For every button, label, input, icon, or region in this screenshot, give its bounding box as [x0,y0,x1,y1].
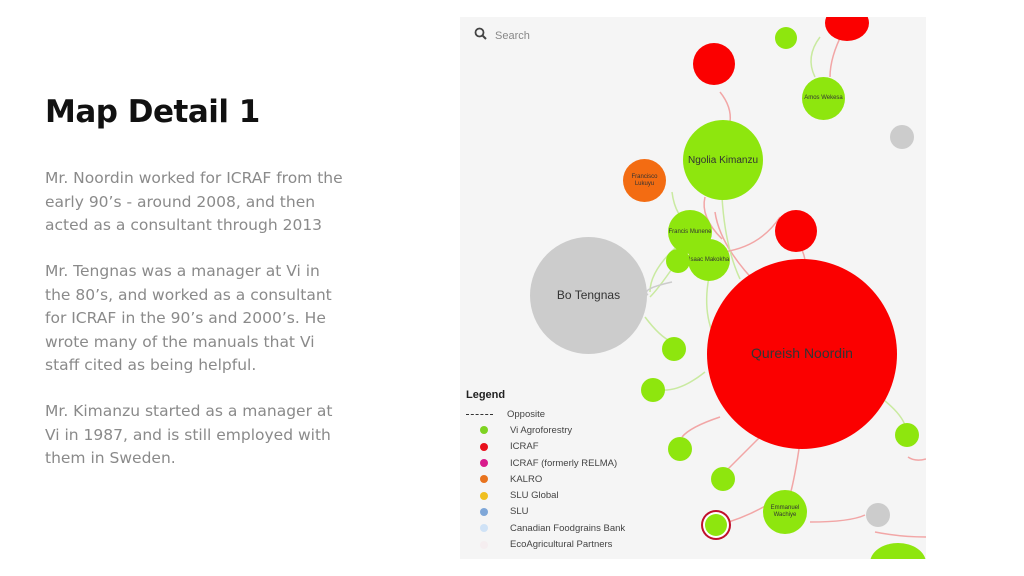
node-gray-bottom[interactable] [866,503,890,527]
node-amos-wekesa[interactable]: Amos Wekesa [802,77,845,120]
node-ngolia-kimanzu[interactable]: Ngolia Kimanzu [683,120,763,200]
paragraph-kimanzu: Mr. Kimanzu started as a manager at Vi i… [45,402,333,467]
dot-icon [480,426,488,435]
network-map[interactable]: Search Qureish Noordin Bo Tengnas Ngolia… [460,17,926,559]
paragraph-tengnas: Mr. Tengnas was a manager at Vi in the 8… [45,262,332,374]
legend-label: Vi Agroforestry [510,424,573,436]
dot-icon [480,507,488,516]
node-gray-right[interactable] [890,125,914,149]
search-input[interactable]: Search [495,30,530,42]
node-label: Amos Wekesa [804,95,843,102]
node-green-bottom[interactable] [870,543,926,559]
legend-item-opposite: Opposite [466,406,625,422]
node-small-green[interactable] [666,249,690,273]
node-label: Qureish Noordin [751,345,853,362]
node-label: Francis Munene [668,228,712,235]
node-qureish-noordin[interactable]: Qureish Noordin [707,259,897,449]
legend-item-slu-global: SLU Global [466,487,625,503]
legend-item-icraf-relma: ICRAF (formerly RELMA) [466,455,625,471]
node-green-b[interactable] [641,378,665,402]
legend-item-kalro: KALRO [466,471,625,487]
dashed-line-icon [466,413,493,415]
legend-label: ICRAF (formerly RELMA) [510,457,618,469]
node-green-e[interactable] [895,423,919,447]
legend-label: Opposite [507,408,546,420]
node-label: Francisco Lukuyu [631,173,658,187]
legend-item-slu: SLU [466,504,625,520]
legend-label: KALRO [510,473,543,485]
node-green-top[interactable] [775,27,797,49]
node-green-selected[interactable] [705,514,727,536]
legend-title: Legend [466,389,506,401]
node-green-a[interactable] [662,337,686,361]
node-red-mid[interactable] [775,210,817,252]
node-green-c[interactable] [668,437,692,461]
node-label: Bo Tengnas [556,287,621,302]
legend-label: Canadian Foodgrains Bank [510,522,626,534]
dot-icon [480,491,488,500]
legend: Legend Opposite Vi Agroforestry ICRAF IC… [466,389,625,553]
node-francisco-lukuyu[interactable]: Francisco Lukuyu [623,159,666,202]
node-isaac-makokha[interactable]: Isaac Makokha [688,239,730,281]
legend-item-canadian-foodgrains: Canadian Foodgrains Bank [466,520,625,536]
legend-label: EcoAgricultural Partners [510,539,613,551]
node-label: Ngolia Kimanzu [687,154,759,166]
dot-icon [480,524,488,533]
node-label: Isaac Makokha [688,256,730,263]
node-red-top[interactable] [693,43,735,85]
legend-item-icraf: ICRAF [466,439,625,455]
node-green-d[interactable] [711,467,735,491]
dot-icon [480,459,488,468]
search-bar[interactable]: Search [474,27,530,45]
node-label: Emmanuel Wachiye [770,505,800,518]
paragraph-noordin: Mr. Noordin worked for ICRAF from the ea… [45,169,343,234]
legend-label: ICRAF [510,441,539,453]
dot-icon [480,442,488,451]
legend-label: SLU Global [510,490,559,502]
dot-icon [480,540,488,549]
search-icon [474,27,487,45]
node-emmanuel-wachiye[interactable]: Emmanuel Wachiye [763,490,807,534]
dot-icon [480,475,488,484]
slide-title: Map Detail 1 [45,94,260,130]
legend-item-vi-agroforestry: Vi Agroforestry [466,422,625,438]
legend-label: SLU [510,506,529,518]
legend-item-ecoagricultural: EcoAgricultural Partners [466,536,625,552]
node-bo-tengnas[interactable]: Bo Tengnas [530,237,647,354]
